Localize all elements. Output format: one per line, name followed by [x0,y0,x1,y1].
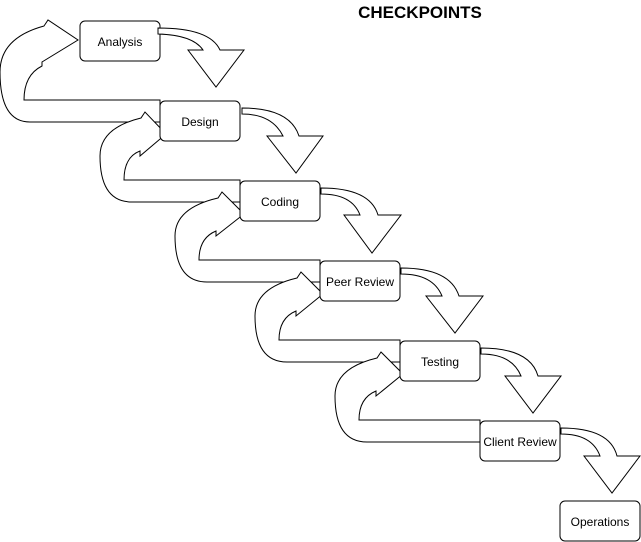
forward-arrow-peerreview-to-testing [400,267,485,334]
step-box [399,340,481,382]
return-arrow-design-to-analysis [0,19,161,123]
step-label: Peer Review [326,275,394,289]
return-arrow-testing-to-peerreview [254,271,401,363]
step-design[interactable]: Design [159,100,241,142]
forward-arrow-analysis-to-design [157,27,246,88]
return-arrow-peerreview-to-coding [174,191,321,283]
return-arrow-coding-to-design [99,111,241,203]
step-coding[interactable]: Coding [239,180,321,222]
forward-arrow-coding-to-peerreview [320,187,403,254]
forward-arrows [157,27,641,494]
step-label: Operations [571,515,630,529]
step-box [239,180,321,222]
forward-arrow-testing-to-clientreview [480,347,563,414]
diagram-title: CHECKPOINTS [358,3,482,22]
step-box [159,100,241,142]
step-client-review[interactable]: Client Review [479,420,561,462]
step-box [559,500,641,542]
step-label: Analysis [98,35,143,49]
step-label: Client Review [483,435,557,449]
step-label: Testing [421,355,459,369]
step-label: Design [181,115,218,129]
return-arrow-clientreview-to-testing [334,351,481,443]
step-label: Coding [261,195,299,209]
step-peer-review[interactable]: Peer Review [319,260,401,302]
step-box [79,20,161,62]
forward-arrow-design-to-coding [241,107,324,174]
step-operations[interactable]: Operations [559,500,641,542]
step-box [319,260,401,302]
return-arrows [0,19,481,443]
forward-arrow-clientreview-to-operations [560,427,641,494]
step-analysis[interactable]: Analysis [79,20,161,62]
step-box [479,420,561,462]
step-testing[interactable]: Testing [399,340,481,382]
